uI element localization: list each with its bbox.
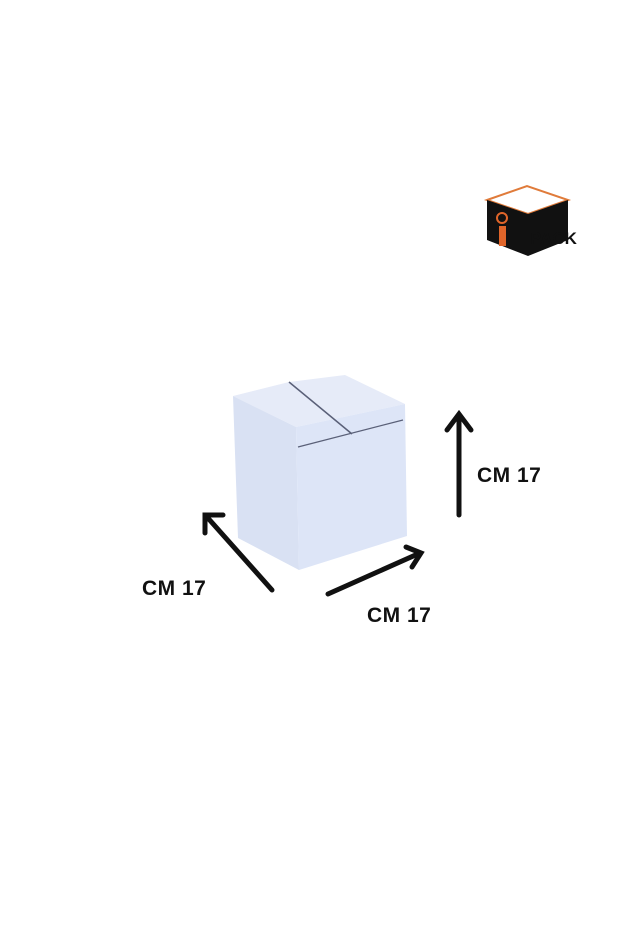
depth-label: CM 17 (142, 577, 207, 600)
logo-icon (483, 184, 572, 256)
logo-text: PACK (530, 229, 577, 248)
depth-arrow-icon (202, 512, 275, 593)
height-arrow-icon (444, 409, 474, 518)
box-image (233, 375, 407, 570)
width-arrow-icon (325, 544, 425, 597)
width-label: CM 17 (367, 604, 432, 627)
height-label: CM 17 (477, 464, 542, 487)
